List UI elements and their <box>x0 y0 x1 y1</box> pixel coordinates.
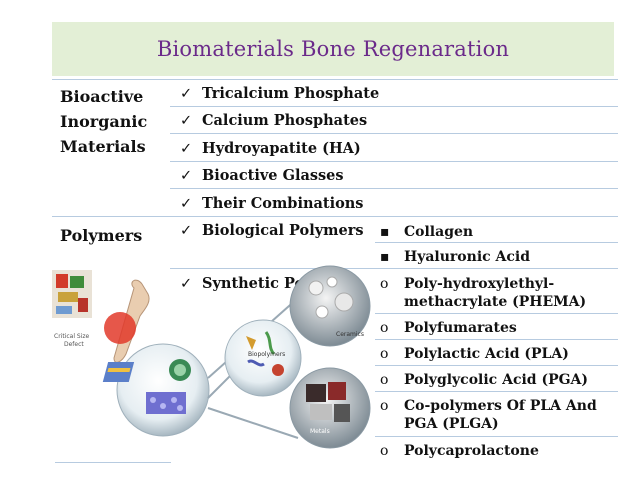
rule-line <box>375 339 618 340</box>
category-polymers: Polymers <box>60 223 142 248</box>
category-line: Materials <box>60 137 146 156</box>
circle-bullet-icon: o <box>380 320 389 336</box>
sub-item-line: methacrylate (PHEMA) <box>404 294 587 310</box>
rule-line <box>375 436 618 437</box>
list-item: ✓ Bioactive Glasses <box>180 167 344 184</box>
rule-line <box>170 161 618 162</box>
square-bullet-icon: ▪ <box>380 224 390 240</box>
scaffold-blocks <box>102 359 191 414</box>
biopolymers-label: Biopolymers <box>248 351 285 358</box>
list-item: ✓ Their Combinations <box>180 195 363 212</box>
category-line: Inorganic <box>60 112 148 131</box>
sub-item-label: Polyglycolic Acid (PGA) <box>404 372 589 388</box>
circle-bullet-icon: o <box>380 443 389 459</box>
list-item: ✓ Calcium Phosphates <box>180 112 367 129</box>
circle-bullet-icon: o <box>380 276 389 292</box>
sub-item-label: Poly-hydroxylethyl- methacrylate (PHEMA) <box>404 275 586 311</box>
check-icon: ✓ <box>180 276 193 292</box>
defect-label: Critical Size <box>54 333 90 340</box>
rule-line <box>375 242 618 243</box>
biopolymer-shapes <box>246 331 284 376</box>
category-line: Polymers <box>60 226 143 245</box>
rule-line <box>170 106 618 107</box>
sub-item-line: Poly-hydroxylethyl- <box>404 276 555 292</box>
sub-item-label: Polycaprolactone <box>404 443 539 459</box>
item-label: Bioactive Glasses <box>202 167 344 184</box>
item-label: Calcium Phosphates <box>202 112 368 129</box>
check-icon: ✓ <box>180 113 193 129</box>
sub-item-label: Polyfumarates <box>404 320 517 336</box>
sub-item-label: Hyaluronic Acid <box>404 249 531 265</box>
biopolymers-sphere <box>224 319 302 397</box>
scaffold-sphere <box>116 343 210 437</box>
slide-title: Biomaterials Bone Regenaration <box>156 37 510 61</box>
check-icon: ✓ <box>180 196 193 212</box>
category-line: Bioactive <box>60 87 144 106</box>
item-label: Hydroyapatite (HA) <box>202 140 361 157</box>
bone-drawing <box>104 279 150 363</box>
circle-bullet-icon: o <box>380 398 389 414</box>
check-icon: ✓ <box>180 168 193 184</box>
list-item: ✓ Tricalcium Phosphate <box>180 85 379 102</box>
rule-line <box>170 133 618 134</box>
rule-line <box>170 188 618 189</box>
sub-item-line: PGA (PLGA) <box>404 416 499 432</box>
rule-line <box>52 79 618 80</box>
rule-line <box>52 216 618 217</box>
category-inorganic: Bioactive Inorganic Materials <box>60 84 147 159</box>
square-bullet-icon: ▪ <box>380 249 390 265</box>
check-icon: ✓ <box>180 223 193 239</box>
sub-item-label: Collagen <box>404 224 474 240</box>
ceramics-pellets <box>308 276 354 319</box>
item-label: Tricalcium Phosphate <box>202 85 380 102</box>
check-icon: ✓ <box>180 86 193 102</box>
group-label: Biological Polymers <box>202 222 364 239</box>
list-item: ✓ Hydroyapatite (HA) <box>180 140 361 157</box>
title-banner: Biomaterials Bone Regenaration <box>52 22 614 76</box>
sub-item-label: Co-polymers Of PLA And PGA (PLGA) <box>404 397 597 433</box>
ceramics-label: Ceramics <box>336 331 364 338</box>
defect-photo <box>52 270 92 318</box>
bone-regeneration-figure: Critical Size Defect Biopolymers <box>52 265 371 449</box>
check-icon: ✓ <box>180 141 193 157</box>
circle-bullet-icon: o <box>380 372 389 388</box>
item-label: Their Combinations <box>202 195 364 212</box>
defect-label: Defect <box>64 341 84 348</box>
polymer-group-biological: ✓ Biological Polymers <box>180 222 364 239</box>
rule-line <box>375 365 618 366</box>
rule-line <box>55 462 171 463</box>
rule-line <box>375 313 618 314</box>
rule-line <box>170 268 618 269</box>
rule-line <box>375 391 618 392</box>
circle-bullet-icon: o <box>380 346 389 362</box>
sub-item-label: Polylactic Acid (PLA) <box>404 346 569 362</box>
metals-pieces <box>306 382 350 422</box>
metals-label: Metals <box>310 428 330 435</box>
sub-item-line: Co-polymers Of PLA And <box>404 398 597 414</box>
